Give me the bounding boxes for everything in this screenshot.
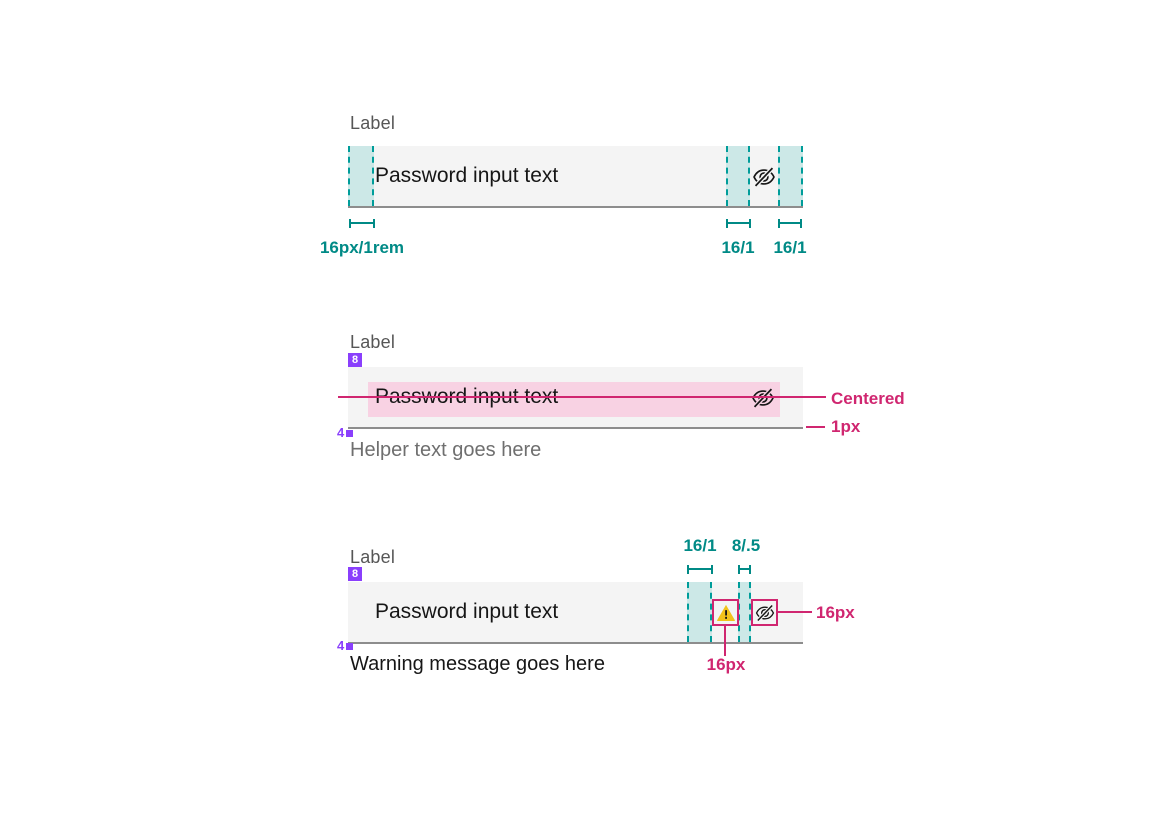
right-padding-highlight [778,146,803,206]
spacing-token-4-square [346,643,354,650]
helper-text: Helper text goes here [350,439,542,461]
password-input[interactable]: Password input text [348,146,803,208]
password-input[interactable]: Password input text [348,367,803,429]
warning-message: Warning message goes here [350,653,605,675]
measure-label-icon-gap: 16/1 [721,238,755,257]
spacing-token-4-marker: 4 [337,639,354,652]
measure-label-right-padding: 16/1 [773,238,807,257]
measure-bracket-warning-gap [687,565,713,574]
input-label: Label [350,332,396,352]
password-input-text: Password input text [375,600,559,623]
centered-content-highlight [368,382,780,417]
measure-bracket-left-padding [349,219,375,228]
view-off-icon[interactable] [750,385,776,411]
warning-icon-size-line [724,626,726,656]
view-off-icon[interactable] [754,602,776,624]
view-icon-size-line [778,611,812,613]
warning-icon-bounds [712,599,739,626]
icon-gap-highlight [726,146,750,206]
spacing-token-8-badge: 8 [348,567,362,581]
view-off-icon[interactable] [751,164,777,190]
border-annotation-label: 1px [831,417,861,436]
icons-gap-highlight [738,582,751,642]
measure-label-icons-gap: 8/.5 [731,536,761,555]
warning-icon [716,603,736,623]
measure-label-warning-gap: 16/1 [683,536,717,555]
warning-icon-size-label: 16px [706,655,746,674]
measure-label-left-padding: 16px/1rem [319,238,405,257]
warning-gap-highlight [687,582,712,642]
input-label: Label [350,547,396,567]
input-label: Label [350,113,396,133]
centered-annotation-line [338,396,826,398]
spacing-token-8-badge: 8 [348,353,362,367]
measure-bracket-icon-gap [726,219,751,228]
spacing-token-4-marker: 4 [337,426,354,439]
password-input-text: Password input text [375,164,559,187]
view-off-icon-bounds [751,599,778,626]
centered-annotation-label: Centered [831,389,905,408]
view-icon-size-label: 16px [816,603,855,622]
spacing-token-4-square [346,430,354,437]
measure-bracket-icons-gap [738,565,751,574]
left-padding-highlight [348,146,374,206]
measure-bracket-right-padding [778,219,802,228]
border-annotation-line [806,426,825,428]
